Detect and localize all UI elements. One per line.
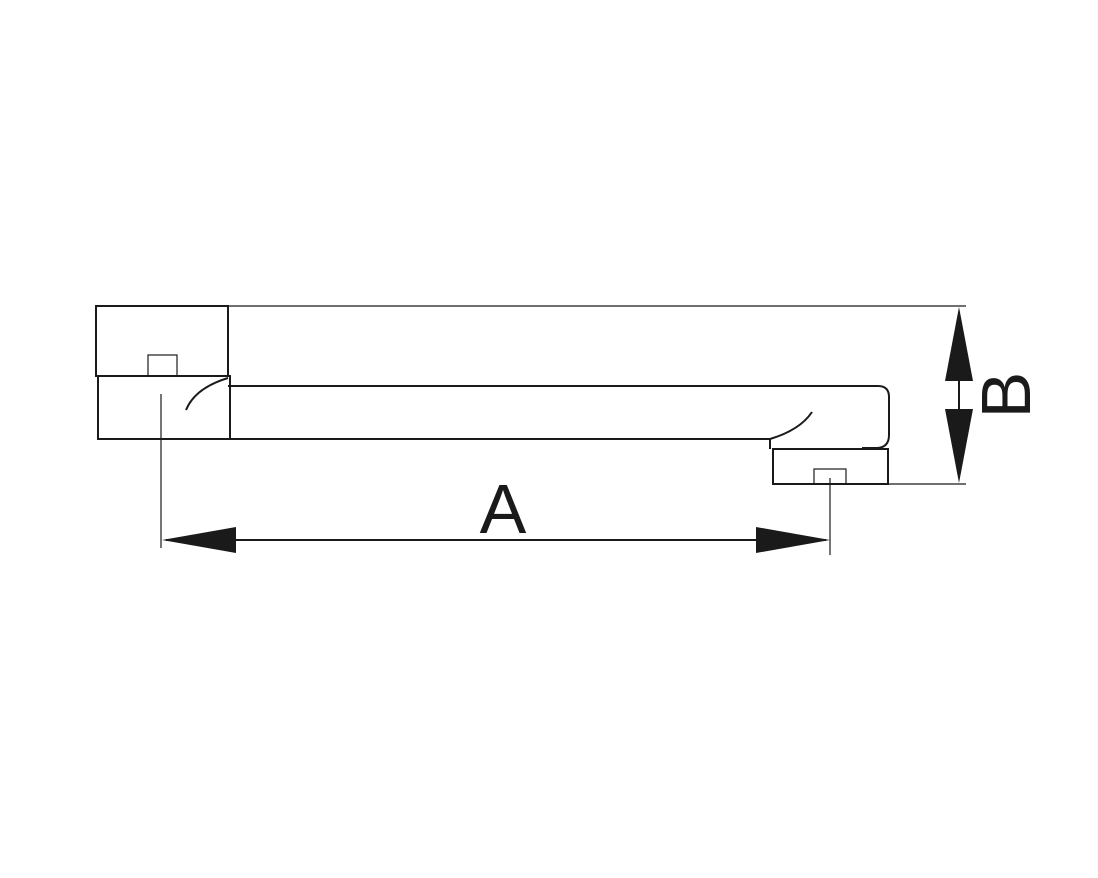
dimension-b-arrow-up [945, 307, 973, 381]
dimension-a-label: A [480, 470, 527, 548]
dimension-b-arrow-down [945, 409, 973, 483]
spout-arm [185, 377, 890, 449]
dimension-a: A [160, 394, 831, 555]
dimension-b-label: B [967, 372, 1045, 419]
swivel-nut [95, 305, 229, 377]
base-collar [97, 375, 231, 440]
dimension-b: B [228, 305, 1045, 485]
dimension-a-arrow-right [756, 527, 830, 553]
swivel-nut-notch [147, 354, 178, 377]
dimension-a-arrow-left [162, 527, 236, 553]
